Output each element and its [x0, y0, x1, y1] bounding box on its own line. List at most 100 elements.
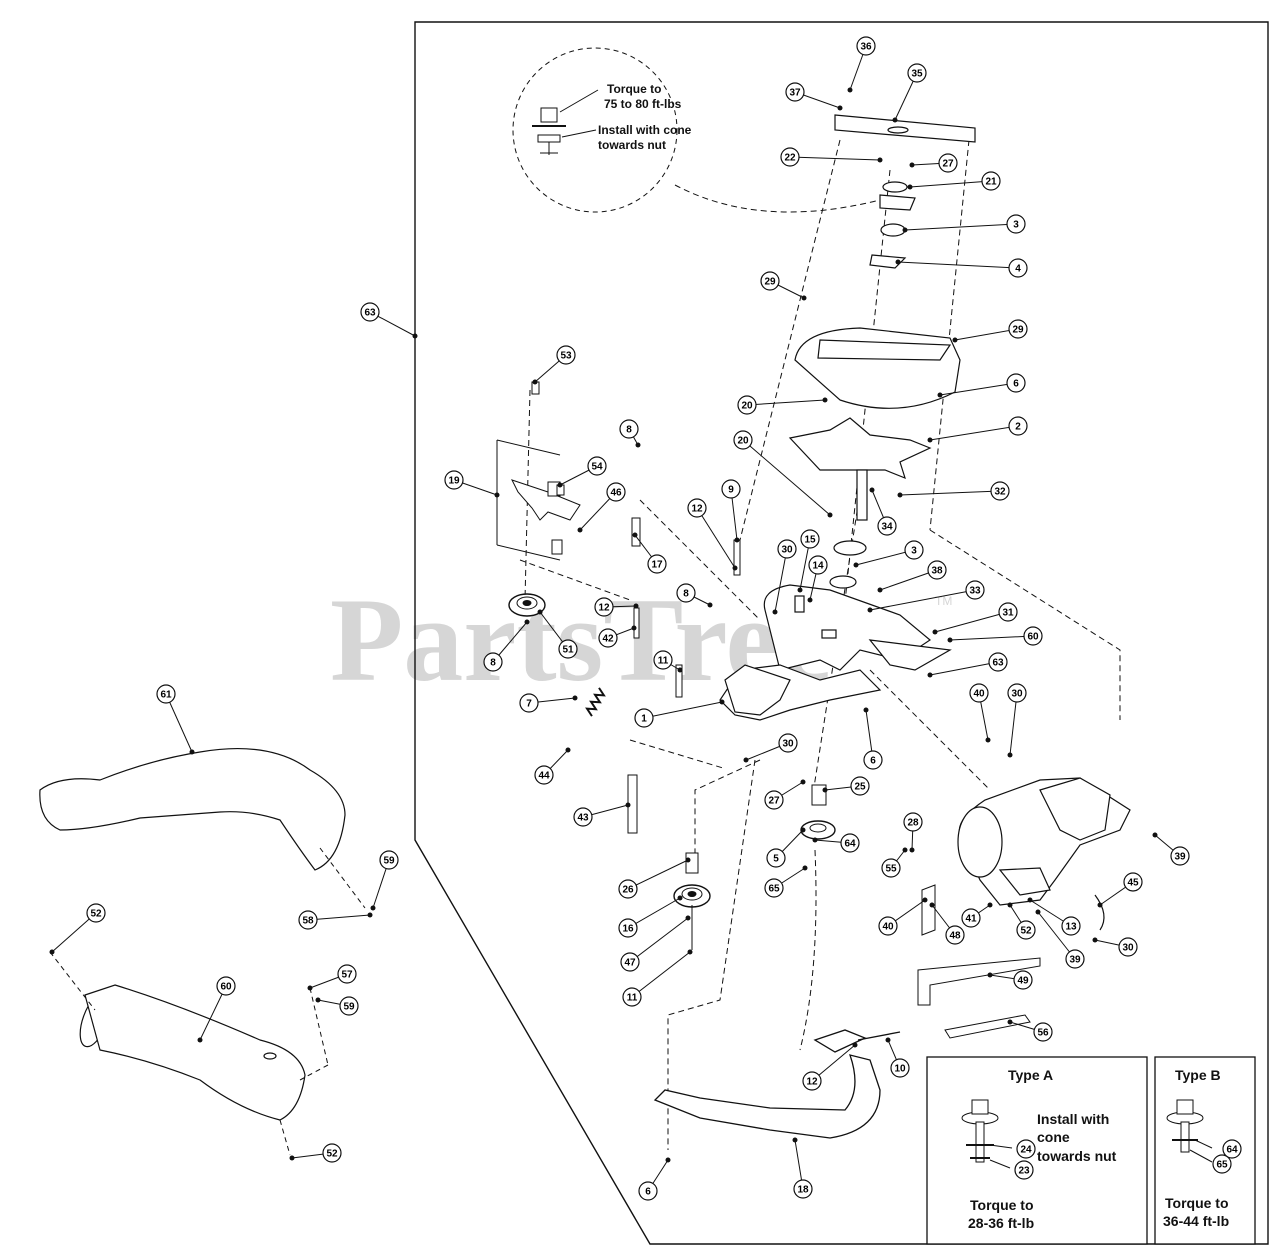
callout-c39a: 39	[1152, 832, 1190, 866]
leader-arrowhead	[1007, 902, 1013, 908]
leader-arrowhead	[633, 603, 639, 609]
callout-circle	[1016, 1139, 1036, 1159]
leader-arrowhead	[987, 972, 993, 978]
callout-c32: 32	[897, 481, 1010, 501]
type-b-torque-line1: Torque to	[1165, 1195, 1229, 1211]
callout-number: 38	[931, 566, 943, 577]
leader-arrowhead	[289, 1155, 295, 1161]
callout-circle	[878, 916, 898, 936]
callout-circle	[618, 879, 638, 899]
callout-number: 12	[691, 504, 703, 515]
callout-c18: 18	[792, 1137, 813, 1199]
callout-c54: 54	[557, 456, 607, 488]
callout-number: 25	[854, 782, 866, 793]
callout-number: 60	[220, 982, 232, 993]
callout-number: 40	[973, 689, 985, 700]
callout-number: 28	[907, 818, 919, 829]
callout-circle	[322, 1143, 342, 1163]
gearbox-assembly	[719, 540, 952, 721]
callout-leader	[934, 611, 1009, 633]
callout-circle	[634, 708, 654, 728]
callout-circle	[903, 812, 923, 832]
callout-c2: 2	[927, 416, 1028, 443]
bolt-42	[633, 607, 640, 639]
callout-c21: 21	[907, 171, 1001, 191]
pulley-5	[800, 784, 836, 840]
callout-c12b: 12	[594, 597, 639, 617]
callout-leader	[746, 399, 826, 406]
leader-arrowhead	[537, 609, 543, 615]
callout-c7: 7	[519, 693, 578, 713]
callout-number: 2	[1015, 422, 1021, 433]
callout-circle	[638, 1181, 658, 1201]
callout-number: 59	[343, 1002, 355, 1013]
callout-number: 15	[804, 535, 816, 546]
leader-arrowhead	[412, 333, 418, 339]
callout-circle	[1006, 214, 1026, 234]
leader-arrowhead	[922, 897, 928, 903]
callout-circle	[737, 395, 757, 415]
callout-c47: 47	[620, 915, 691, 972]
leader-arrowhead	[307, 985, 313, 991]
callout-c65: 65	[764, 865, 808, 898]
callout-circle	[1023, 626, 1043, 646]
leader-arrowhead	[524, 619, 530, 625]
callout-leader	[631, 951, 691, 998]
callout-circle	[606, 482, 626, 502]
callout-circle	[800, 529, 820, 549]
detail-torque-line2: 75 to 80 ft-lbs	[604, 97, 682, 111]
callout-circle	[1222, 1139, 1242, 1159]
leader-arrowhead	[907, 184, 913, 190]
leader-arrowhead	[797, 587, 803, 593]
callout-number: 1	[641, 714, 647, 725]
callout-c41: 41	[961, 902, 993, 928]
type-a-box: Type A Install with cone towards nut Tor…	[926, 1056, 1148, 1245]
callout-c27a: 27	[909, 153, 958, 173]
callout-number: 13	[1065, 922, 1077, 933]
callout-number: 48	[949, 931, 961, 942]
callout-c63b: 63	[927, 652, 1008, 678]
callout-number: 3	[911, 546, 917, 557]
leader-arrowhead	[707, 602, 713, 608]
callout-number: 6	[1013, 379, 1019, 390]
callout-circle	[339, 996, 359, 1016]
callout-ta23: 23	[1014, 1160, 1034, 1180]
callout-circle	[1170, 846, 1190, 866]
callout-circle	[618, 918, 638, 938]
chute-13	[957, 777, 1131, 931]
callout-c49: 49	[987, 970, 1033, 990]
leader-arrowhead	[909, 847, 915, 853]
callout-c12a: 12	[687, 498, 738, 571]
callout-circle	[1013, 970, 1033, 990]
leader-arrowhead	[732, 565, 738, 571]
callout-number: 63	[364, 308, 376, 319]
callout-c53a: 53	[532, 345, 576, 385]
callout-leader	[627, 897, 681, 929]
callout-number: 3	[1013, 220, 1019, 231]
callout-number: 30	[1122, 943, 1134, 954]
callout-leader	[897, 261, 1019, 269]
callout-number: 51	[562, 645, 574, 656]
callout-c58: 58	[298, 910, 373, 930]
callout-c59a: 59	[370, 850, 399, 911]
callout-c35: 35	[892, 63, 927, 123]
callout-c36: 36	[847, 36, 876, 93]
leader-arrowhead	[565, 747, 571, 753]
callout-c44: 44	[534, 747, 571, 785]
callout-number: 9	[728, 485, 734, 496]
callout-number: 10	[894, 1064, 906, 1075]
leader-arrowhead	[909, 162, 915, 168]
callout-circle	[556, 345, 576, 365]
callout-leader	[1009, 692, 1018, 756]
callout-circle	[216, 976, 236, 996]
leader-arrowhead	[572, 695, 578, 701]
leader-arrowhead	[625, 802, 631, 808]
leader-arrowhead	[719, 699, 725, 705]
leader-arrowhead	[1035, 909, 1041, 915]
callout-c55: 55	[881, 847, 908, 878]
callout-number: 46	[610, 488, 622, 499]
leader-arrowhead	[847, 87, 853, 93]
type-a-torque-line2: 28-36 ft-lb	[968, 1215, 1034, 1231]
